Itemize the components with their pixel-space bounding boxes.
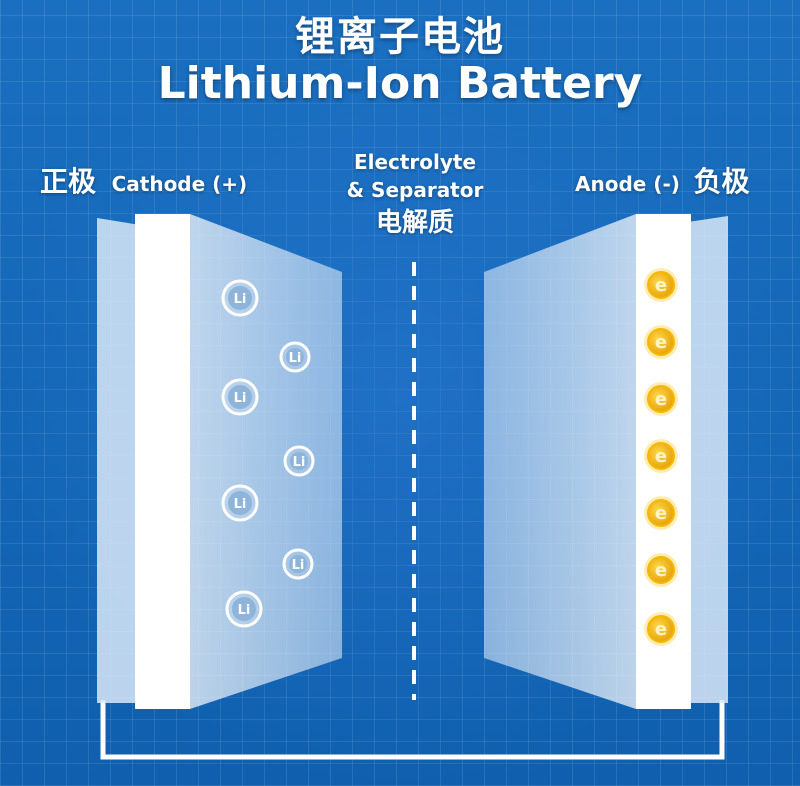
li-ion-core: [232, 597, 256, 621]
li-ion-core: [228, 286, 252, 310]
separator-label-en-2: & Separator: [346, 178, 484, 202]
li-ion: Li: [221, 279, 259, 317]
li-ion: Li: [282, 548, 314, 580]
electron: e: [644, 553, 678, 587]
electron: e: [644, 439, 678, 473]
electron-label: e: [655, 332, 667, 353]
li-ion-label: Li: [238, 603, 251, 618]
li-ion-core: [228, 385, 252, 409]
cathode-plate: [97, 214, 342, 709]
electron-disc: [647, 271, 675, 299]
anode-face: [484, 214, 636, 709]
anode-label-en: Anode (-): [575, 172, 680, 196]
li-ion-core: [286, 348, 304, 366]
separator-label-en-1: Electrolyte: [353, 150, 477, 174]
electron-disc: [647, 615, 675, 643]
anode-label-cn: 负极: [693, 165, 750, 198]
anode-back-edge: [688, 216, 728, 703]
li-ion: Li: [283, 445, 315, 477]
separator-label: Electrolyte & Separator 电解质: [300, 148, 530, 242]
external-circuit-wire: [100, 700, 725, 760]
electron-disc: [647, 328, 675, 356]
li-ion: Li: [279, 341, 311, 373]
electron-label: e: [655, 446, 667, 467]
electron-label: e: [655, 560, 667, 581]
li-ion: Li: [221, 378, 259, 416]
electron-label: e: [655, 275, 667, 296]
electron-label: e: [655, 389, 667, 410]
electron-disc: [647, 556, 675, 584]
cathode-face: [190, 214, 342, 709]
li-ion-core: [290, 452, 308, 470]
cathode-label: 正极 Cathode (+): [40, 160, 247, 200]
li-ion-label: Li: [234, 391, 247, 406]
title-english: Lithium-Ion Battery: [157, 58, 643, 109]
cathode-label-cn: 正极: [40, 165, 97, 198]
li-ion: Li: [221, 484, 259, 522]
electron-disc: [647, 442, 675, 470]
electron: e: [644, 325, 678, 359]
separator-label-cn: 电解质: [375, 208, 454, 238]
electron: e: [644, 612, 678, 646]
li-ion-core: [289, 555, 307, 573]
li-ion-label: Li: [289, 351, 302, 366]
li-ion-label: Li: [234, 292, 247, 307]
electron: e: [644, 496, 678, 530]
title-chinese: 锂离子电池: [295, 14, 505, 60]
electron-disc: [647, 385, 675, 413]
li-ion-label: Li: [293, 455, 306, 470]
anode-label: Anode (-) 负极: [575, 160, 749, 200]
cathode-front-edge: [135, 214, 190, 709]
li-ion-label: Li: [234, 497, 247, 512]
electron: e: [644, 382, 678, 416]
cathode-back-edge: [97, 218, 140, 703]
electron-label: e: [655, 503, 667, 524]
cathode-label-en: Cathode (+): [111, 172, 248, 196]
li-ion: Li: [225, 590, 263, 628]
anode-plate: [484, 214, 728, 709]
li-ion-core: [228, 491, 252, 515]
electrons: e e e e e e e: [644, 268, 678, 646]
li-ion-label: Li: [292, 558, 305, 573]
electron-label: e: [655, 619, 667, 640]
electron-disc: [647, 499, 675, 527]
electron: e: [644, 268, 678, 302]
